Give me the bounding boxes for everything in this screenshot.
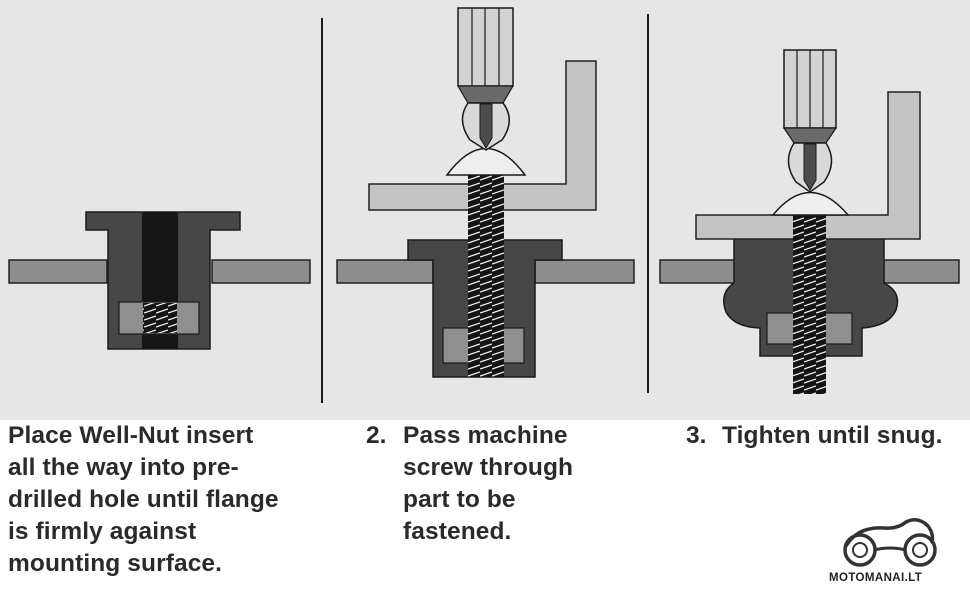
screw-head — [771, 191, 850, 216]
mounting-panel-left — [8, 259, 108, 284]
watermark-text: MOTOMANAI.LT — [829, 572, 923, 584]
step-2-number: 2. — [366, 422, 387, 449]
insert-thread — [143, 303, 177, 333]
motorcycle-logo-icon — [843, 518, 937, 567]
caption-line: mounting surface. — [8, 550, 223, 577]
mounting-panel-right — [211, 259, 311, 284]
mounting-panel-right — [534, 259, 635, 284]
step-2-illustration — [336, 7, 635, 378]
caption-line: drilled hole until flange — [8, 486, 279, 513]
step-1-illustration — [8, 211, 311, 350]
screw-head — [445, 147, 527, 176]
caption-line: all the way into pre- — [8, 454, 239, 481]
screwdriver — [782, 49, 838, 193]
caption-line: screw through — [403, 454, 574, 481]
step-3-illustration — [659, 49, 960, 394]
step-2-caption: Pass machine screw through part to be fa… — [403, 420, 573, 548]
screwdriver — [456, 7, 515, 151]
bracket — [368, 60, 597, 211]
caption-line: fastened. — [403, 518, 512, 545]
step-3-caption: Tighten until snug. — [722, 420, 943, 452]
caption-line: is firmly against — [8, 518, 197, 545]
caption-line: Pass machine — [403, 422, 568, 449]
bracket — [695, 91, 921, 240]
machine-screw — [793, 212, 826, 394]
machine-screw — [468, 174, 504, 377]
caption-line: part to be — [403, 486, 516, 513]
caption-line: Tighten until snug. — [722, 422, 943, 449]
mounting-panel-left — [336, 259, 434, 284]
step-3-number: 3. — [686, 422, 707, 449]
caption-line: Place Well-Nut insert — [8, 422, 254, 449]
step-1-caption: Place Well-Nut insert all the way into p… — [8, 420, 279, 580]
well-nut-diagram — [0, 0, 970, 420]
